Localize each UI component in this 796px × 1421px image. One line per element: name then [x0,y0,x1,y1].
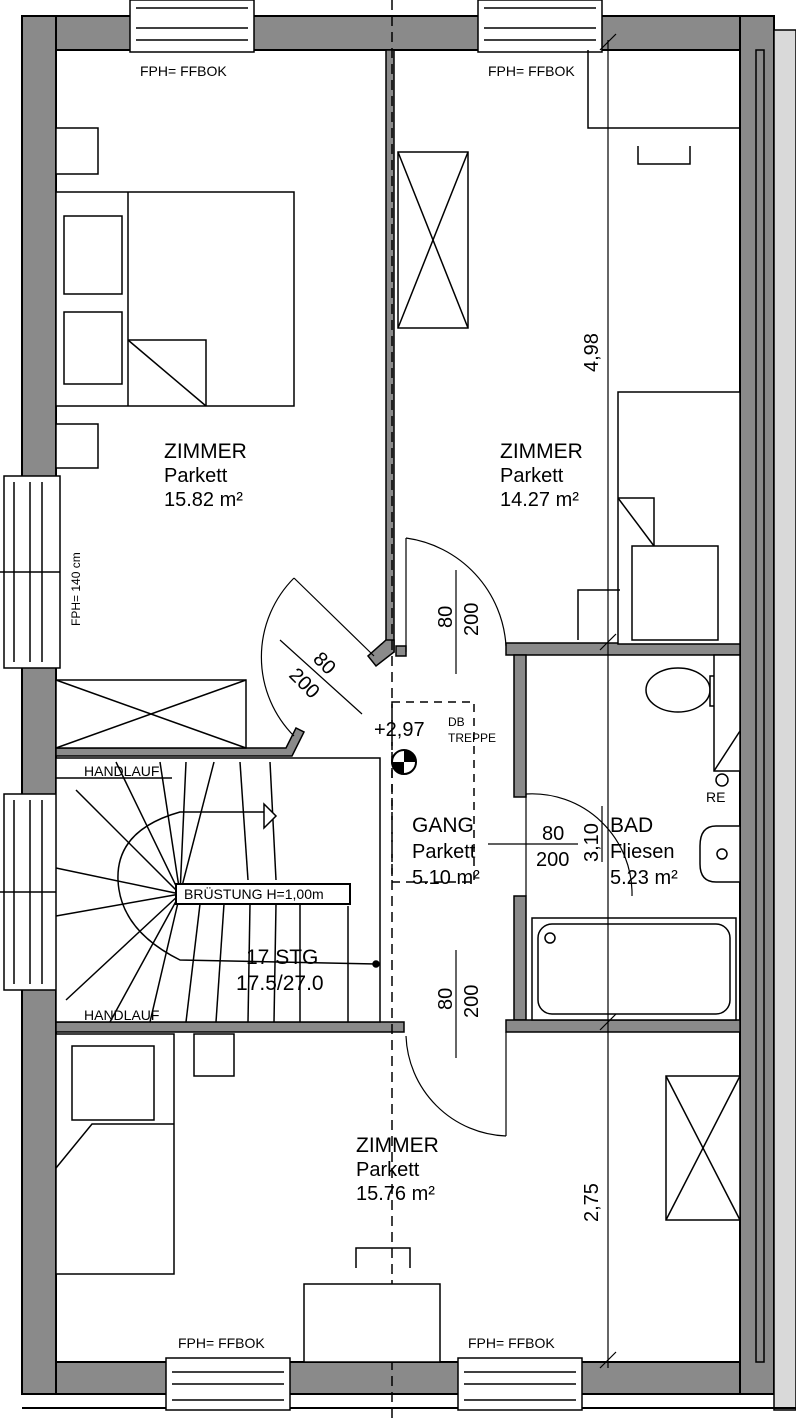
level-marker-icon [391,749,417,775]
interior-walls [55,49,741,1033]
exterior-walls [21,15,775,1395]
bath-dimension: 3,10 [581,823,603,862]
door-bath-height: 200 [536,849,569,871]
stairs-ratio-label: 17.5/27.0 [236,972,324,995]
door-room3-height: 200 [461,985,483,1018]
stairs-steps-label: 17 STG [246,946,318,969]
room-bottom-floor: Parkett [356,1159,420,1181]
bath-fixtures [531,654,741,1021]
door-room3-width: 80 [435,988,457,1010]
furniture-bottom [55,1033,741,1363]
dimension-lower-right: 2,75 [581,1183,603,1222]
room-top-left-name: ZIMMER [164,440,247,463]
handrail-top-label: HANDLAUF [84,763,159,779]
room-bottom-area: 15.76 m² [356,1183,435,1205]
room-top-right-name: ZIMMER [500,440,583,463]
wc-label: RE [706,789,725,805]
window-label-top-right: FPH= FFBOK [488,63,575,79]
door-bath-width: 80 [542,823,564,845]
balustrade-box [175,883,351,905]
furniture-top-left [55,127,295,749]
window-bottom-left [165,1357,291,1411]
hall-area: 5.10 m² [412,867,480,889]
bath-area: 5.23 m² [610,867,678,889]
door-swings [260,537,633,1137]
window-label-bottom-right: FPH= FFBOK [468,1335,555,1351]
level-label: +2,97 [374,719,425,741]
right-neighbor-wall [773,29,796,1411]
stair-hatch [391,701,475,883]
door-room2-width: 80 [435,606,457,628]
window-bottom-right [457,1357,583,1411]
hall-floor: Parkett [412,841,476,863]
room-top-right-area: 14.27 m² [500,489,579,511]
window-top-left [129,0,255,53]
room-top-right-floor: Parkett [500,465,564,487]
door-room1-width: 80 [308,648,339,679]
hatch-label-line2: TREPPE [448,731,496,745]
room-top-left-floor: Parkett [164,465,228,487]
bath-floor: Fliesen [610,841,674,863]
window-top-right [477,0,603,53]
window-label-left: FPH= 140 cm [69,552,83,626]
dimension-lines [488,33,617,1369]
hall-name: GANG [412,814,474,837]
room-top-left-area: 15.82 m² [164,489,243,511]
window-label-top-left: FPH= FFBOK [140,63,227,79]
dimension-upper-right: 4,98 [581,333,603,372]
balustrade-label: BRÜSTUNG H=1,00m [184,885,324,902]
handrail-bottom-label: HANDLAUF [84,1007,159,1023]
bath-name: BAD [610,814,653,837]
furniture-top-right [397,50,741,645]
room-bottom-name: ZIMMER [356,1134,439,1157]
door-room2-height: 200 [461,603,483,636]
window-label-bottom-left: FPH= FFBOK [178,1335,265,1351]
window-left-lower [0,793,61,991]
hatch-label-line1: DB [448,715,465,729]
window-left-upper [0,475,61,669]
